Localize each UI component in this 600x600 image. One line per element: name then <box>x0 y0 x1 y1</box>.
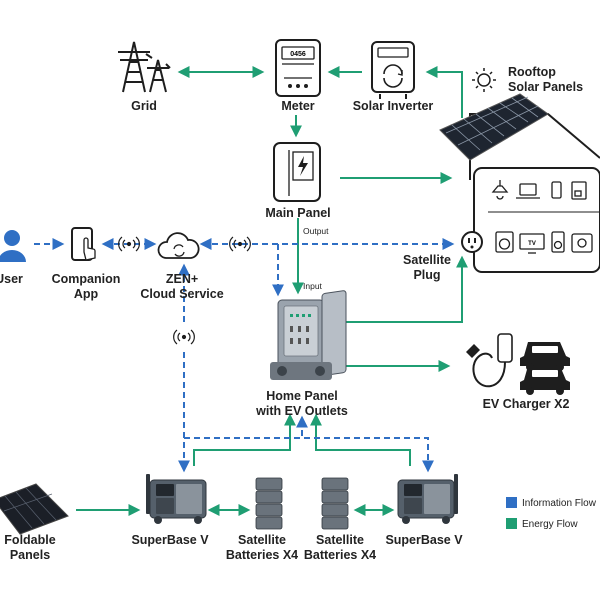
companion-app-label-line2: App <box>74 287 99 301</box>
meter-icon <box>275 39 321 97</box>
input-label: Input <box>303 281 323 291</box>
legend-information-label: Information Flow <box>522 498 597 509</box>
speaker-icon <box>551 231 565 253</box>
meter-label: Meter <box>281 99 314 113</box>
main-panel-icon <box>273 142 321 202</box>
info-line-superbase-right <box>184 437 434 473</box>
cloud-sync-icon <box>157 232 200 259</box>
user-icon <box>0 230 26 262</box>
energy-line-superbase-left-homepanel <box>193 413 296 466</box>
home-panel-label-line1: Home Panel <box>266 389 338 403</box>
solar-inverter-icon <box>371 41 415 99</box>
solar-inverter-label: Solar Inverter <box>353 99 434 113</box>
main-panel-label: Main Panel <box>265 206 330 220</box>
zen-label-line2: Cloud Service <box>140 287 223 301</box>
tv-label: TV <box>528 241 536 247</box>
satellite-batteries-right-icon <box>321 477 349 530</box>
foldable-label-line2: Panels <box>10 548 50 562</box>
grid-label: Grid <box>131 99 157 113</box>
wireless-signal-icon-3 <box>173 329 195 345</box>
coffee-machine-icon <box>571 181 587 200</box>
energy-line-solar-inverter <box>425 66 463 118</box>
house-icon <box>439 93 600 273</box>
output-label: Output <box>303 226 329 236</box>
satellite-plug-icon <box>461 231 483 253</box>
home-panel-label-line2: with EV Outlets <box>255 404 348 418</box>
grid-icon <box>118 41 171 93</box>
foldable-label-line1: Foldable <box>4 533 55 547</box>
superbase-right-label: SuperBase V <box>385 533 463 547</box>
appliance-box-icon <box>571 233 593 253</box>
superbase-left-label: SuperBase V <box>131 533 209 547</box>
laptop-icon <box>516 183 540 199</box>
washing-machine-icon <box>495 231 514 253</box>
satellite-batteries-left-label-line2: Batteries X4 <box>226 548 298 562</box>
superbase-left-icon <box>146 474 207 524</box>
info-line-homepanel <box>184 415 308 439</box>
legend: Information Flow Energy Flow <box>506 497 597 530</box>
zen-label-line1: ZEN+ <box>166 272 198 286</box>
appliance-icons <box>491 180 593 254</box>
legend-information-swatch <box>506 497 517 508</box>
legend-energy-label: Energy Flow <box>522 519 578 530</box>
rooftop-label-line1: Rooftop <box>508 65 556 79</box>
user-label: User <box>0 272 23 286</box>
sun-icon <box>472 68 496 92</box>
wireless-signal-icon <box>118 236 140 252</box>
satellite-plug-label-line2: Plug <box>413 268 440 282</box>
energy-line-homepanel-plug <box>345 255 468 323</box>
ev-charger-icon <box>466 333 513 388</box>
companion-app-label-line1: Companion <box>52 272 121 286</box>
ceiling-light-icon <box>491 180 509 200</box>
legend-energy-swatch <box>506 518 517 529</box>
wireless-signal-icon-2 <box>229 236 251 252</box>
meter-display: 0456 <box>290 51 306 58</box>
car-icon-2 <box>520 366 570 395</box>
satellite-batteries-left-icon <box>255 477 283 530</box>
satellite-batteries-right-label-line2: Batteries X4 <box>304 548 376 562</box>
energy-line-superbase-right-homepanel <box>310 413 411 466</box>
satellite-batteries-right-label-line1: Satellite <box>316 533 364 547</box>
home-panel-icon <box>270 290 347 380</box>
energy-flow-lines <box>76 66 468 516</box>
superbase-right-icon <box>397 474 458 524</box>
foldable-solar-panel-icon <box>0 483 69 535</box>
phone-icon <box>551 181 562 199</box>
ev-charger-label: EV Charger X2 <box>483 397 570 411</box>
satellite-batteries-left-label-line1: Satellite <box>238 533 286 547</box>
rooftop-label-line2: Solar Panels <box>508 80 583 94</box>
satellite-plug-label-line1: Satellite <box>403 253 451 267</box>
phone-touch-icon <box>71 227 96 261</box>
tv-icon <box>519 233 545 254</box>
